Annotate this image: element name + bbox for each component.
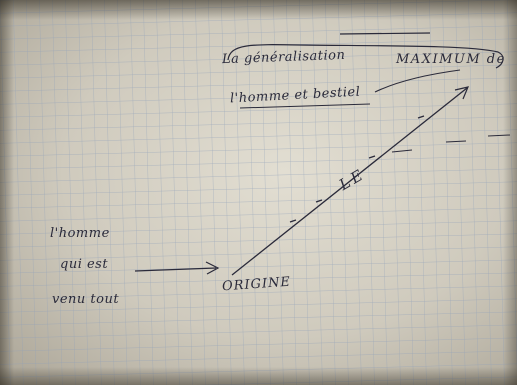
note-left-homme: l'homme (50, 226, 110, 241)
note-maximum: MAXIMUM de (396, 52, 506, 67)
note-left-qui-est: qui est (60, 257, 109, 272)
note-left-venu: venu tout (52, 292, 120, 307)
